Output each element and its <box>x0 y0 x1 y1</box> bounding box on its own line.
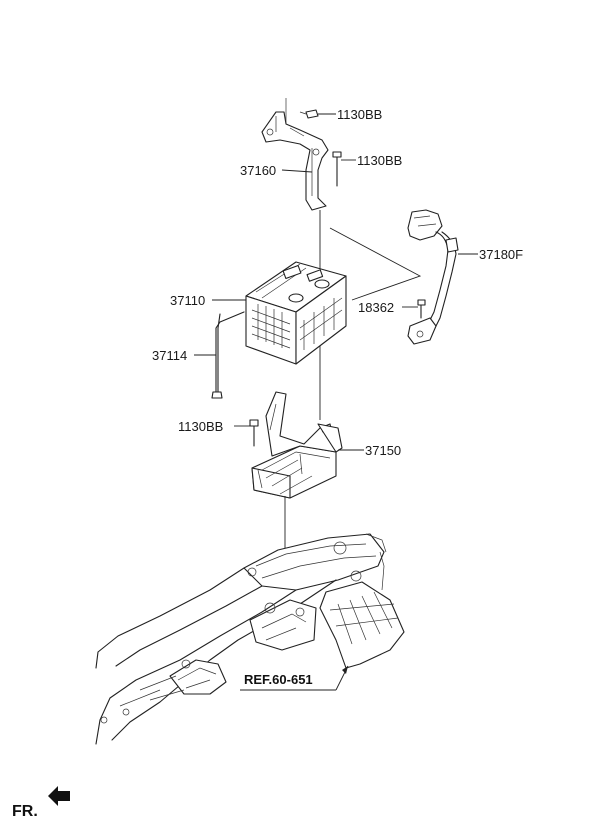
label-ref: REF.60-651 <box>244 672 313 687</box>
label-37160: 37160 <box>240 163 276 178</box>
battery <box>245 261 347 365</box>
label-1130bb-tray: 1130BB <box>178 419 223 434</box>
hold-down-rod <box>211 311 245 399</box>
bolt-mid: 1130BB <box>332 151 402 187</box>
vehicle-body-structure <box>95 533 405 745</box>
label-37150: 37150 <box>365 443 401 458</box>
front-direction-indicator: FR. <box>12 786 70 820</box>
nut <box>417 299 426 319</box>
label-1130bb-mid: 1130BB <box>357 153 402 168</box>
reference-callout: REF.60-651 <box>240 665 349 691</box>
bolt-tray <box>249 419 259 447</box>
label-37110: 37110 <box>170 293 205 308</box>
front-arrow-icon <box>48 786 70 806</box>
battery-cable <box>407 209 459 345</box>
label-37180f: 37180F <box>479 247 523 262</box>
label-18362: 18362 <box>358 300 394 315</box>
label-37114: 37114 <box>152 348 187 363</box>
label-1130bb-top: 1130BB <box>337 107 382 122</box>
battery-tray <box>251 391 343 499</box>
bolt-top: 1130BB <box>299 107 382 122</box>
label-fr: FR. <box>12 803 38 820</box>
